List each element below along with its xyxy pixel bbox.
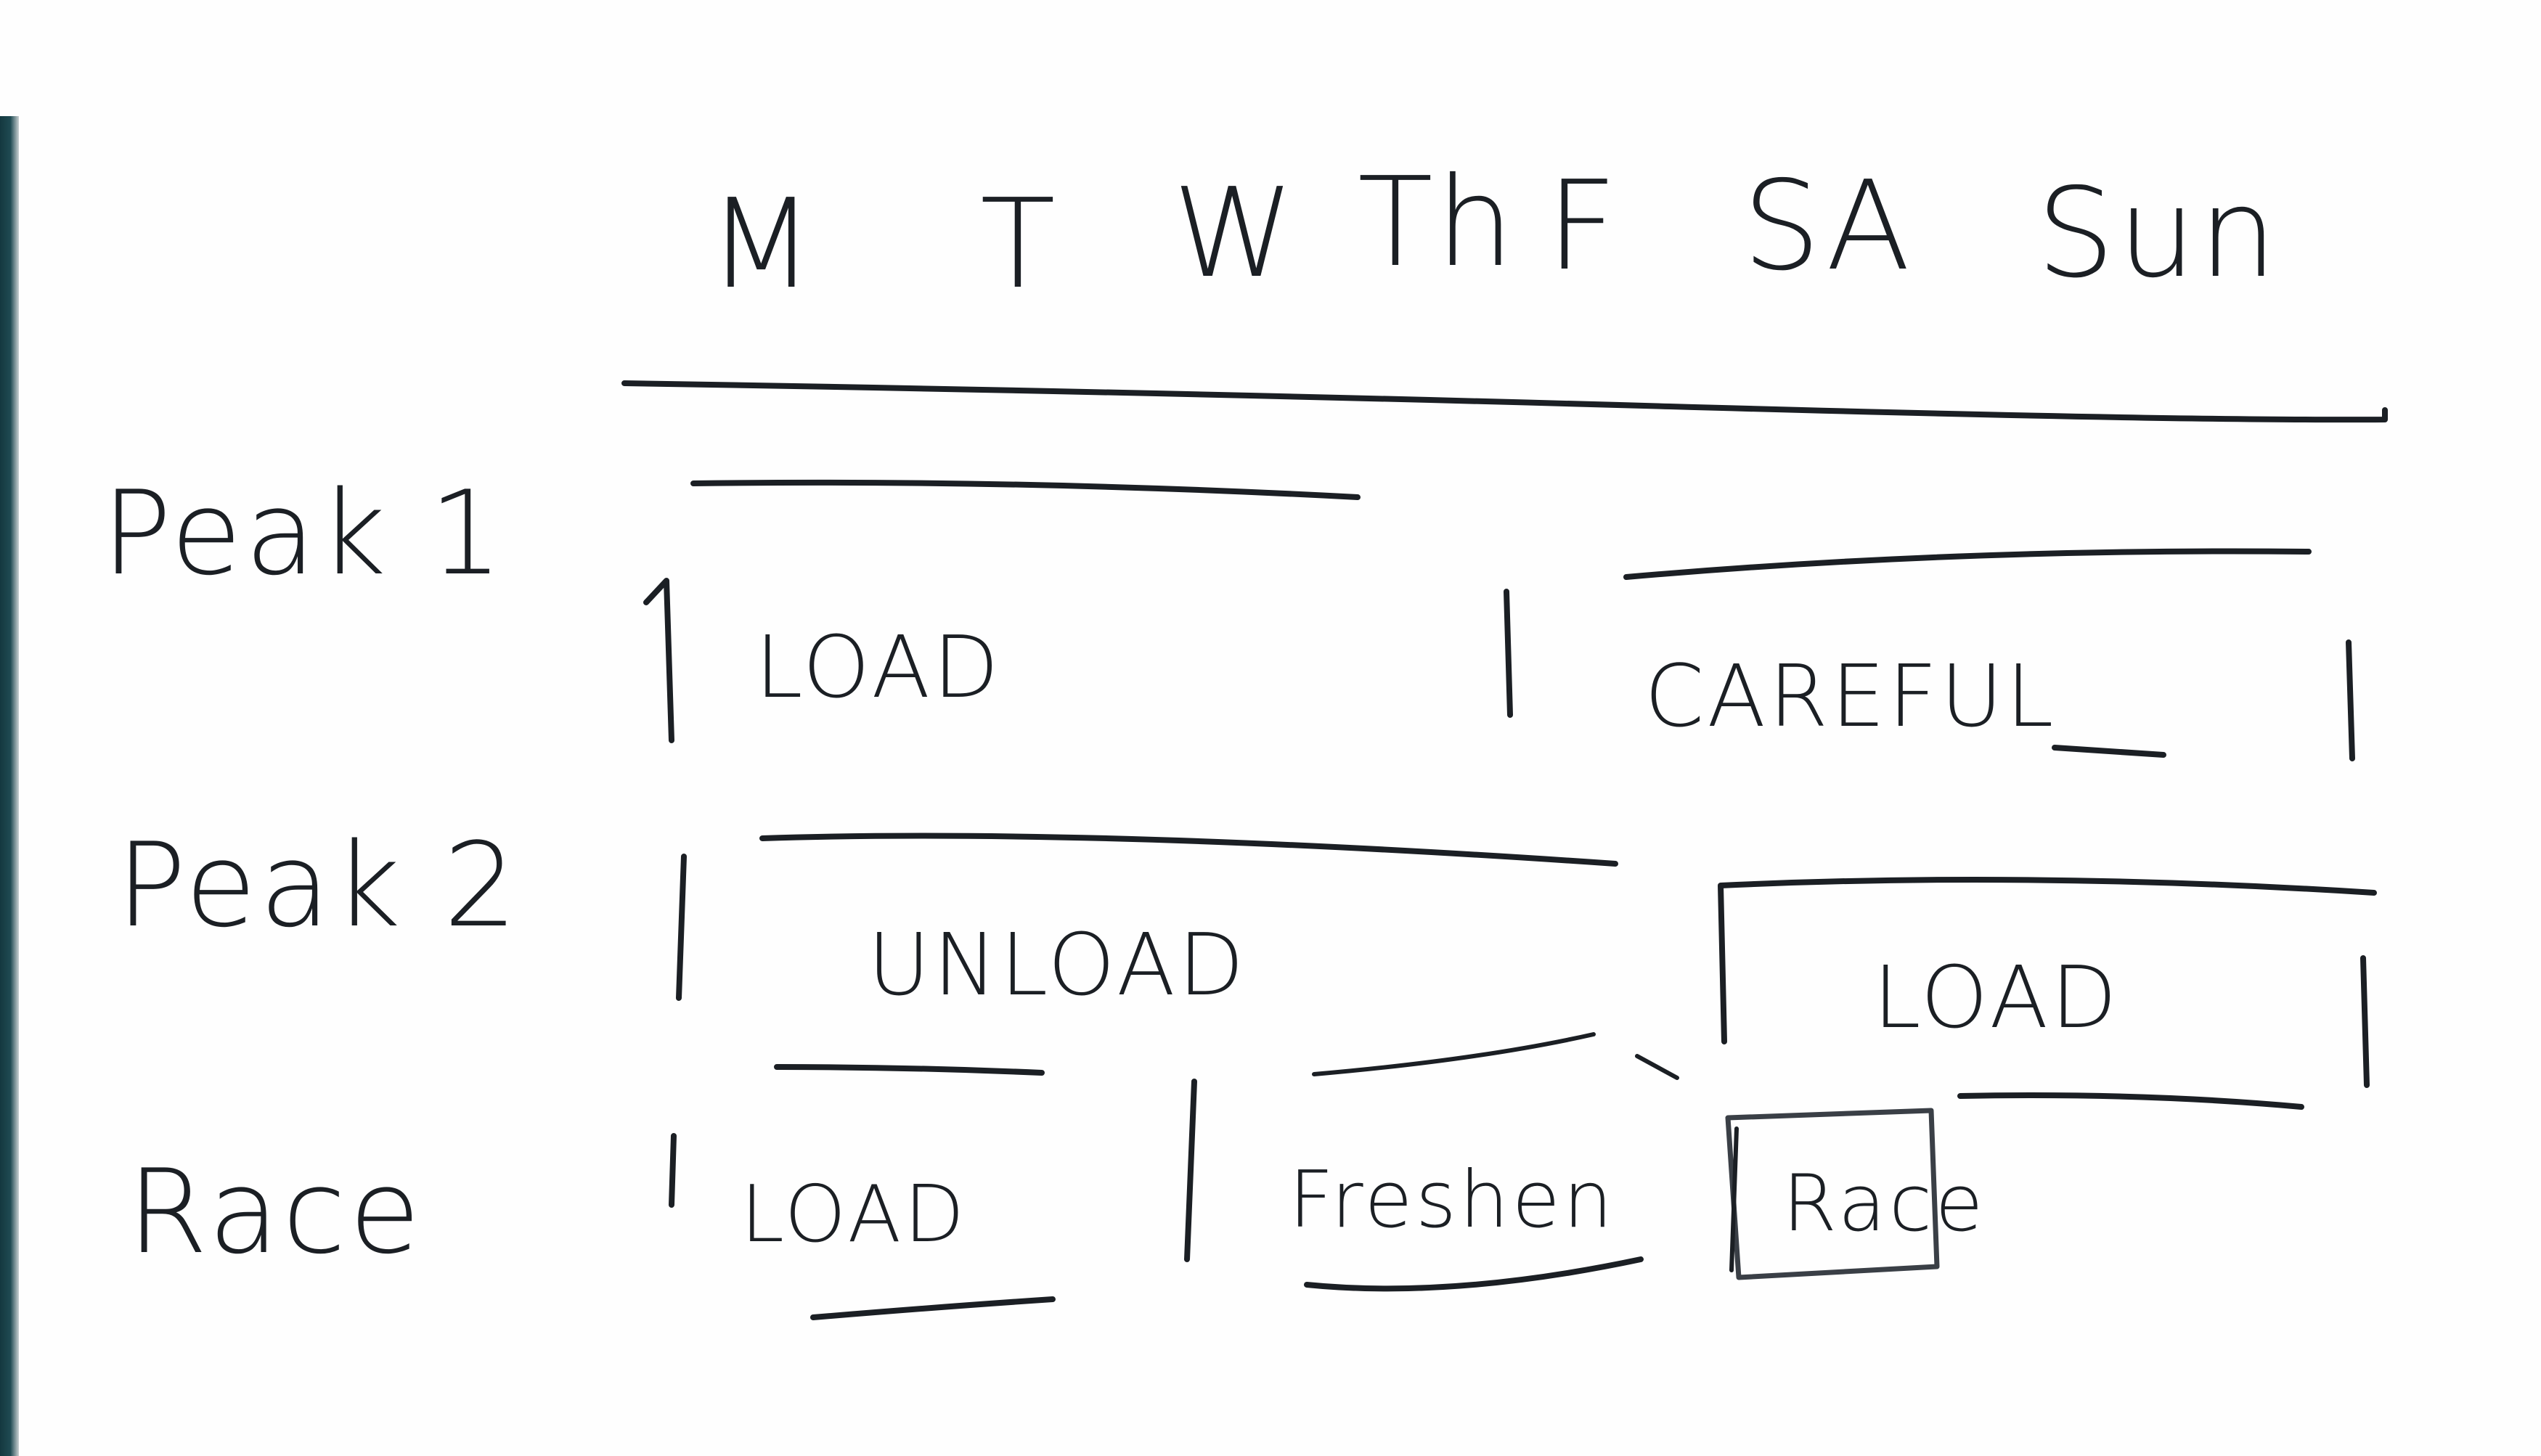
block-right-bracket <box>1504 589 1513 718</box>
block-bottom-curve <box>1312 1032 1596 1076</box>
day-label-tuesday: T <box>980 173 1059 316</box>
row-labels: Peak 1 Peak 2 Race <box>102 465 521 1280</box>
day-label-saturday: SA <box>1742 155 1913 298</box>
row-race: LOAD Freshen Race <box>669 1064 1986 1320</box>
block-top-line <box>1623 548 2312 580</box>
day-label-thursday: Th <box>1358 151 1517 295</box>
block-peak-2-load: LOAD <box>1718 877 2377 1110</box>
block-race-load: LOAD <box>669 1064 1197 1320</box>
block-right-bracket <box>1184 1079 1197 1262</box>
block-label: Race <box>1782 1158 1986 1249</box>
day-header-row: M T W Th F SA Sun <box>708 151 2280 316</box>
day-label-friday: F <box>1546 155 1620 298</box>
day-label-sunday: Sun <box>2036 162 2280 306</box>
header-divider-line <box>621 380 2388 423</box>
block-label: Freshen <box>1289 1155 1615 1246</box>
row-peak-1: LOAD CAREFUL <box>643 479 2355 761</box>
block-underline-tail <box>2052 745 2166 758</box>
block-left-bracket <box>643 578 674 743</box>
block-label: LOAD <box>741 1169 967 1260</box>
block-right-bracket <box>2346 639 2355 761</box>
block-label: UNLOAD <box>868 915 1247 1015</box>
block-peak-1-load: LOAD <box>643 479 1513 743</box>
block-label: CAREFUL <box>1644 646 2057 746</box>
block-right-bracket <box>2360 955 2370 1088</box>
block-race-freshen: Freshen <box>1289 1155 1644 1292</box>
row-label-race: Race <box>127 1144 423 1280</box>
block-label: LOAD <box>755 617 1002 717</box>
edge-shadow <box>0 116 19 1456</box>
row-label-peak-1: Peak 1 <box>102 465 506 601</box>
block-peak-2-unload: UNLOAD <box>676 833 1679 1080</box>
block-underline <box>810 1296 1056 1320</box>
race-box-inner-left <box>1729 1126 1739 1272</box>
block-top-line <box>774 1064 1045 1076</box>
day-label-wednesday: W <box>1172 162 1297 306</box>
block-top-line <box>759 833 1618 867</box>
block-frame-top-left <box>1718 877 2377 1044</box>
block-race-race: Race <box>1725 1108 1986 1280</box>
block-underline <box>1304 1256 1644 1292</box>
row-peak-2: UNLOAD LOAD <box>676 833 2377 1110</box>
block-left-bracket <box>676 854 687 1001</box>
block-bottom-tick <box>1635 1054 1679 1080</box>
block-label: LOAD <box>1873 947 2120 1047</box>
block-bottom-line <box>1957 1092 2304 1110</box>
row-label-peak-2: Peak 2 <box>116 817 521 953</box>
block-top-line <box>690 479 1361 500</box>
block-peak-1-careful: CAREFUL <box>1623 548 2355 761</box>
block-left-bracket <box>669 1133 677 1208</box>
day-label-monday: M <box>708 173 817 316</box>
